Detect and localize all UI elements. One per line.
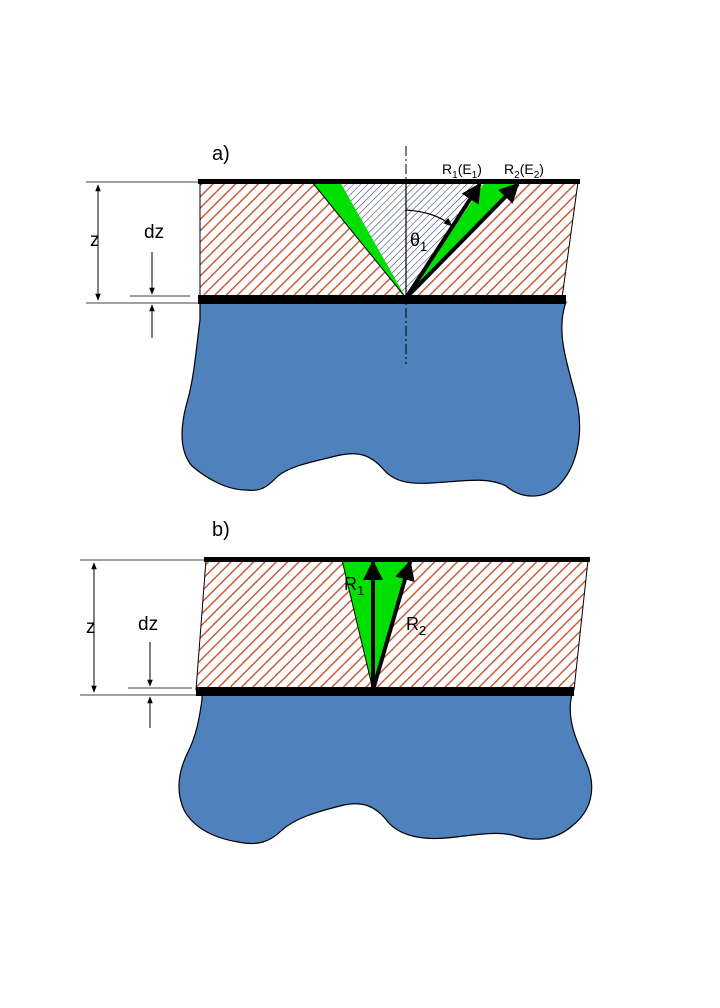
vector-r2-a (404, 182, 520, 300)
top-bar-b (204, 557, 590, 562)
theta-label-a: θ1 (410, 230, 427, 254)
panel-b: b) z dz R1 R2 (80, 519, 593, 845)
panel-label-b: b) (212, 519, 230, 541)
r1-label-b: R1 (344, 574, 364, 598)
dz-label-b: dz (138, 614, 158, 635)
dz-label-a: dz (144, 222, 164, 243)
cone-edge-a (311, 181, 407, 299)
bottom-bar-b (196, 687, 574, 696)
r1-label-a: R1(E1) (442, 161, 482, 181)
theta-arc-a (405, 209, 453, 227)
substrate-b (178, 693, 593, 845)
cone-hatched-a (340, 182, 485, 298)
r2-label-a: R2(E2) (504, 161, 544, 181)
panel-a: a) z dz R1(E1) R2(E2) θ1 (86, 143, 581, 497)
bottom-bar-a (198, 295, 566, 304)
panel-label-a: a) (212, 143, 230, 165)
vector-r1-a (404, 182, 482, 300)
vector-r2-b (371, 560, 415, 691)
z-label-a: z (90, 230, 100, 251)
top-bar-a (198, 179, 580, 184)
substrate-a (181, 301, 581, 497)
z-label-b: z (86, 617, 96, 638)
r2-label-b: R2 (406, 614, 426, 638)
